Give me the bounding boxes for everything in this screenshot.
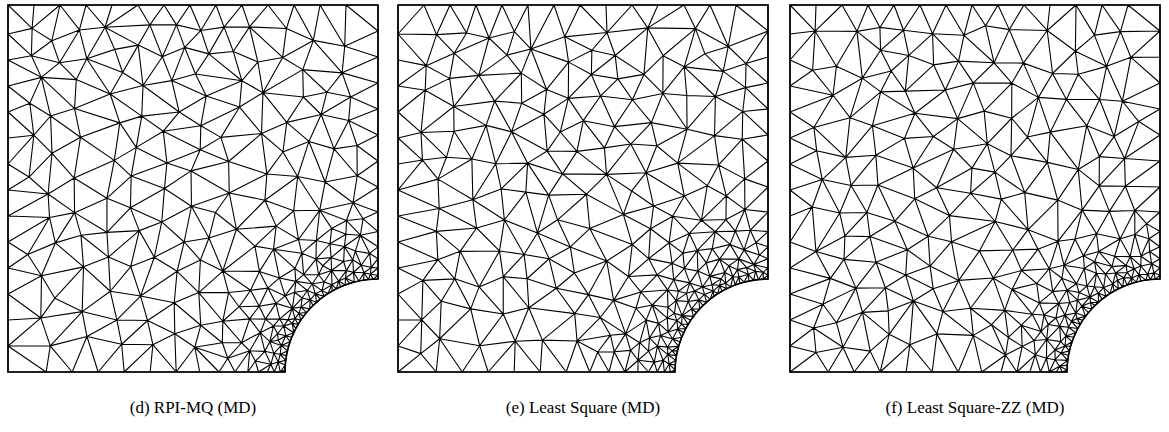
triangle-mesh bbox=[790, 5, 1160, 372]
domain-outline bbox=[8, 5, 378, 372]
triangle-mesh bbox=[398, 5, 768, 372]
mesh-panel bbox=[398, 5, 768, 372]
domain-outline bbox=[790, 5, 1160, 372]
domain-outline bbox=[398, 5, 768, 372]
triangle-mesh bbox=[8, 5, 378, 372]
mesh-panel bbox=[790, 5, 1160, 372]
figure-caption: (f) Least Square-ZZ (MD) bbox=[886, 398, 1065, 418]
figure-caption: (e) Least Square (MD) bbox=[506, 398, 660, 418]
figure-caption: (d) RPI-MQ (MD) bbox=[130, 398, 257, 418]
mesh-panel bbox=[8, 5, 378, 372]
